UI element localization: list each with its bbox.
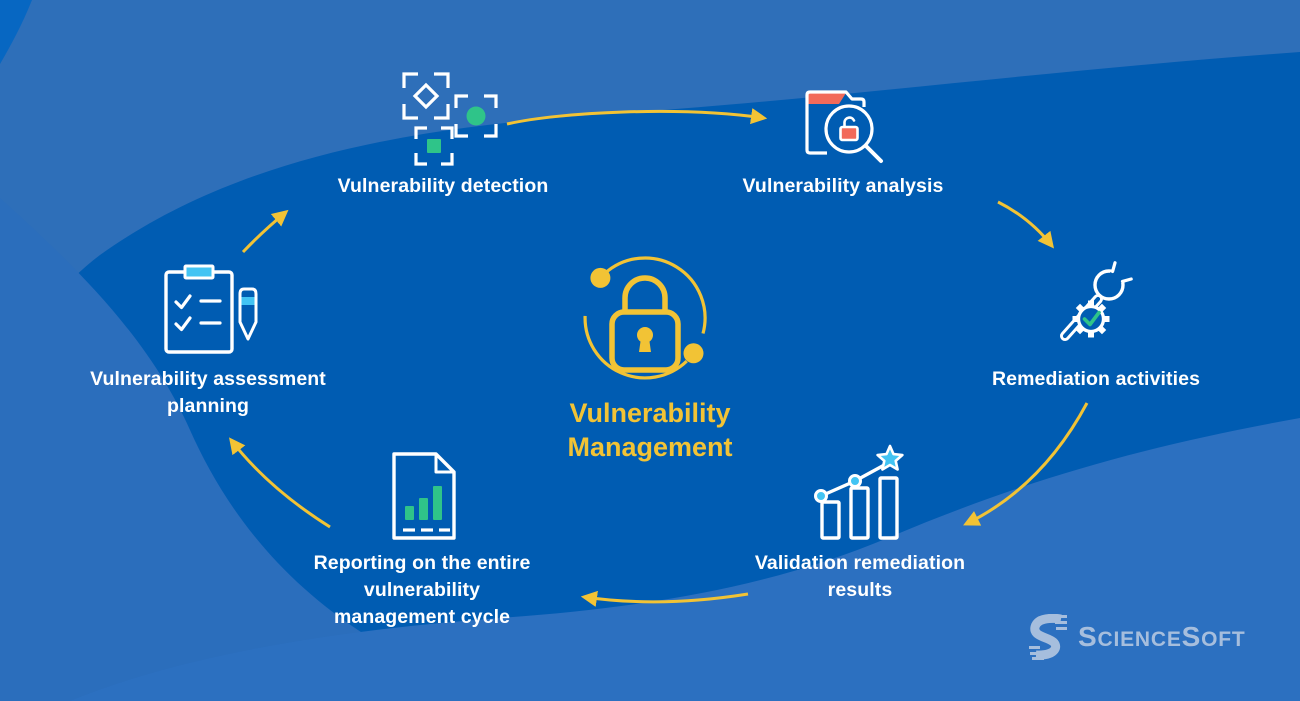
- logo-letter: S: [1181, 621, 1202, 652]
- wrench-prong: [1120, 277, 1133, 283]
- trend-dot: [814, 489, 828, 503]
- logo-letters: CIENCE: [1097, 628, 1182, 651]
- label-text: Reporting on the entire: [313, 552, 531, 574]
- wrench-prong: [1111, 261, 1117, 274]
- vulnerability-analysis-icon: [805, 90, 883, 163]
- label-text: planning: [166, 395, 250, 417]
- label-text: Vulnerability detection: [337, 175, 549, 197]
- label-reporting-cycle: Reporting on the entire vulnerability ma…: [292, 550, 552, 631]
- open-lock-shackle: [843, 116, 856, 129]
- wrench-head: [1093, 269, 1125, 301]
- vulnerability-detection-icon: [402, 72, 498, 166]
- arrow-validation-to-reporting: [580, 590, 749, 607]
- checklist-check: [174, 294, 192, 310]
- scan-bracket: [414, 126, 454, 166]
- arrow-analysis-to-remediation: [997, 200, 1055, 249]
- report-bar: [405, 506, 414, 520]
- sciencesoft-logo-mark: [1029, 614, 1067, 660]
- gear-ring: [1076, 304, 1106, 334]
- checkmark: [1082, 310, 1101, 327]
- diagram-title: Vulnerability Management: [500, 396, 800, 464]
- square-target: [427, 139, 441, 153]
- label-validation-remediation-results: Validation remediation results: [730, 550, 990, 604]
- logo-s-curve: [1030, 614, 1062, 660]
- label-vulnerability-analysis: Vulnerability analysis: [713, 173, 973, 200]
- orbit-dot: [590, 267, 611, 288]
- background-top-wave: [0, 0, 1300, 395]
- logo-letter: S: [1078, 621, 1098, 652]
- background-left-wave: [0, 198, 430, 701]
- folder-tab-fill: [808, 93, 846, 104]
- label-remediation-activities: Remediation activities: [961, 366, 1231, 393]
- keyhole-stem: [639, 338, 651, 352]
- pen-outline: [238, 287, 258, 341]
- lock-shackle: [622, 275, 668, 312]
- scan-bracket: [454, 94, 498, 138]
- label-vulnerability-detection: Vulnerability detection: [313, 173, 573, 200]
- arrow-planning-to-detection: [241, 209, 289, 254]
- orbit-arc: [583, 315, 688, 380]
- clipboard-clip: [183, 264, 215, 280]
- circle-target: [466, 106, 486, 126]
- clipboard-outline: [164, 270, 234, 354]
- title-line: Vulnerability: [569, 398, 731, 428]
- report-bar: [419, 498, 428, 520]
- report-bar: [433, 486, 442, 520]
- orbit-dot: [683, 343, 704, 364]
- assessment-planning-icon: [164, 264, 258, 354]
- background-corner-wedge: [0, 0, 32, 64]
- document-fold: [434, 454, 454, 474]
- trend-dot: [848, 474, 862, 488]
- folder-outline: [805, 90, 866, 155]
- chart-bar: [878, 476, 899, 540]
- diamond-target: [412, 82, 440, 110]
- scan-bracket: [402, 72, 450, 120]
- remediation-activities-icon: [1060, 256, 1134, 341]
- document-outline: [392, 452, 456, 540]
- label-text: Vulnerability assessment: [90, 368, 326, 390]
- label-text: Remediation activities: [991, 368, 1201, 390]
- arrow-reporting-to-planning: [229, 437, 331, 529]
- label-text: Validation remediation: [754, 552, 966, 574]
- label-assessment-planning: Vulnerability assessment planning: [63, 366, 353, 420]
- title-line: Management: [567, 432, 733, 462]
- magnifier-handle: [864, 144, 883, 163]
- arrow-remediation-to-validation: [963, 402, 1089, 526]
- reporting-icon: [392, 452, 456, 540]
- pen-band: [241, 297, 255, 305]
- open-lock-body: [839, 125, 859, 142]
- lock-body: [609, 309, 681, 373]
- logo-stripes: [1029, 615, 1067, 660]
- chart-bar: [849, 486, 870, 540]
- checklist-check: [174, 316, 192, 332]
- logo-letters: OFT: [1201, 628, 1246, 651]
- wrench-jaw-gap: [1103, 256, 1134, 291]
- background-bottom-wave: [70, 418, 1300, 701]
- arrow-detection-to-analysis: [506, 108, 768, 126]
- star-icon: [876, 444, 904, 471]
- label-text: Vulnerability analysis: [742, 175, 944, 197]
- orbit-arc: [603, 256, 707, 334]
- label-text: vulnerability: [363, 579, 481, 601]
- label-text: results: [827, 579, 893, 601]
- chart-bar: [820, 500, 841, 540]
- label-text: management cycle: [333, 606, 511, 628]
- validation-results-icon: [814, 444, 904, 540]
- padlock-orbit-icon: [583, 256, 707, 380]
